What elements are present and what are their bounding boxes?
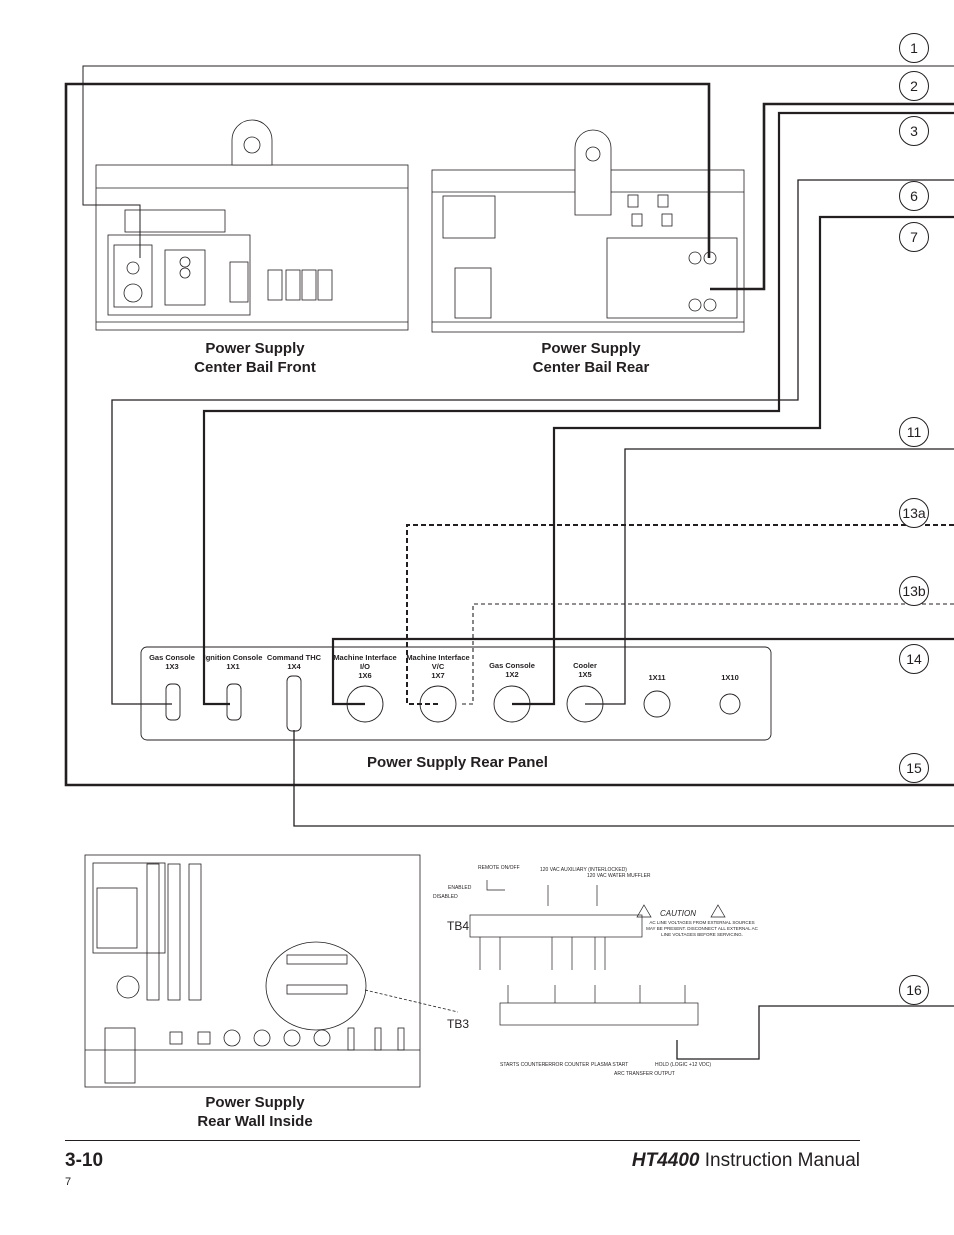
rear-label-line1: Power Supply [541,340,641,357]
front-label-line1: Power Supply [205,340,305,357]
callout-16: 16 [899,975,929,1005]
sheet-number: 7 [65,1176,72,1188]
callout-11: 11 [899,417,929,447]
rear-wall-label-line1: Power Supply [205,1094,305,1111]
center-bail-rear-drawing [431,129,745,333]
rear-panel-drawing [140,646,772,741]
rear-wall-label-line2: Rear Wall Inside [197,1113,313,1130]
rear-wall-drawing [84,854,459,1088]
connector-name: Ignition Console [203,653,263,662]
connector-name: Gas Console [149,653,195,662]
caution-text: AC LINE VOLTAGES FROM EXTERNAL SOURCES M… [646,920,758,937]
callout-15: 15 [899,753,929,783]
connector-id: 1X2 [505,670,519,679]
callout-1: 1 [899,33,929,63]
front-label: Power Supply Center Bail Front [180,339,330,377]
hold-text: HOLD (LOGIC +12 VDC) [655,1062,711,1068]
tb4-label: TB4 [447,919,469,933]
starts-counter-text: STARTS COUNTER [500,1062,546,1068]
connector-id: 1X7 [431,671,445,680]
port-label-1x10: 1X10 [721,673,739,682]
connector-name: Cooler [573,661,597,670]
connector-id: 1X4 [287,662,301,671]
rear-label-line2: Center Bail Rear [532,359,650,376]
footer-rule [65,1140,860,1141]
manual-title-text: Instruction Manual [699,1150,860,1171]
manual-model: HT4400 [631,1150,700,1171]
port-label-1x11: 1X11 [648,673,666,682]
plasma-start-text: PLASMA START [591,1062,628,1068]
callout-6: 6 [899,181,929,211]
rear-label: Power Supply Center Bail Rear [516,339,666,377]
callout-14: 14 [899,644,929,674]
remote-onoff-text: REMOTE ON/OFF [478,865,520,871]
tb3-label: TB3 [447,1017,469,1031]
front-label-line2: Center Bail Front [194,359,316,376]
aux-text: 120 VAC AUXILIARY (INTERLOCKED) [540,867,627,873]
connector-id: 1X6 [358,671,372,680]
center-bail-front-drawing [95,119,409,331]
connector-id: 1X3 [165,662,179,671]
enabled-text: ENABLED [448,885,472,891]
water-text: 120 VAC WATER MUFFLER [587,873,651,879]
connector-name: Machine Interface V/C [406,653,470,671]
connector-name: Machine Interface I/O [333,653,397,671]
connector-name: Gas Console [489,661,535,670]
rear-panel-label: Power Supply Rear Panel [367,754,548,771]
connector-name: Command THC [266,653,322,662]
manual-title: HT4400 Instruction Manual [632,1150,860,1172]
callout-2: 2 [899,71,929,101]
disabled-text: DISABLED [433,894,458,900]
error-counter-text: ERROR COUNTER [545,1062,590,1068]
arc-transfer-text: ARC TRANSFER OUTPUT [614,1071,675,1077]
connector-id: 1X1 [226,662,240,671]
connector-id: 1X5 [578,670,592,679]
page-number: 3-10 [65,1150,104,1171]
callout-3: 3 [899,116,929,146]
callout-7: 7 [899,222,929,252]
caution-title: CAUTION [660,909,696,918]
callout-13a: 13a [899,498,929,528]
callout-13b: 13b [899,576,929,606]
rear-wall-label: Power Supply Rear Wall Inside [180,1093,330,1131]
terminal-block-drawing [469,880,726,1026]
